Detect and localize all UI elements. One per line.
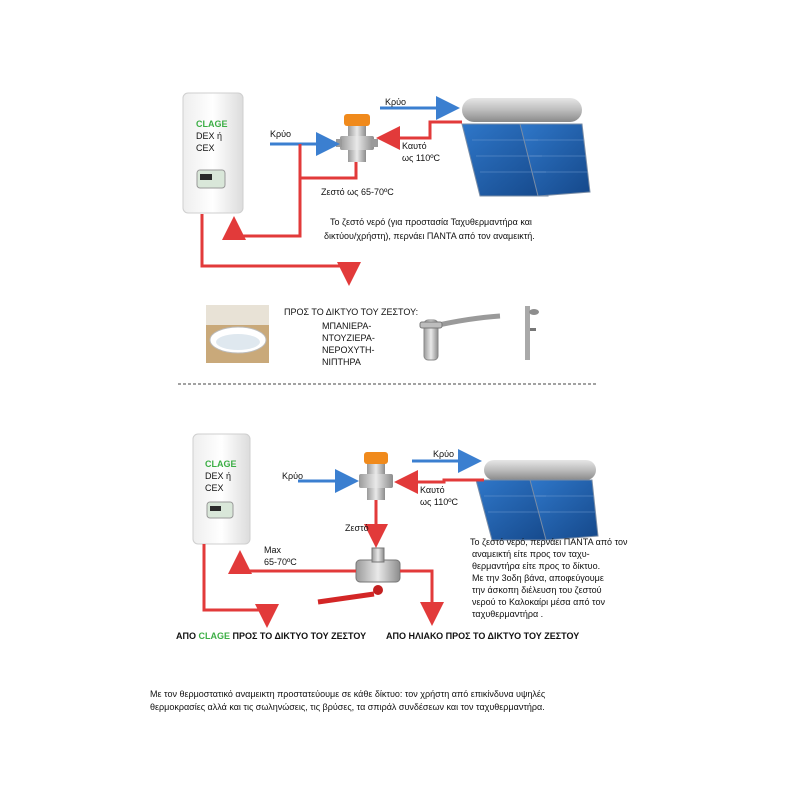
- bottom-note-line: αναμεικτή είτε προς τον ταχυ-: [472, 549, 590, 559]
- network-item-4: ΝΙΠΤΗΡΑ: [322, 357, 361, 367]
- solar-collector-top: [461, 98, 591, 197]
- bottom-note-line: νερού το Καλοκαίρι μέσα από τον: [472, 597, 605, 607]
- from-clage-prefix: ΑΠΟ: [176, 631, 196, 641]
- bottom-max-label-1: Max: [264, 545, 282, 555]
- top-heater-model-1: DEX ή: [196, 131, 223, 141]
- top-warm-label: Ζεστό ως 65-70ºC: [321, 187, 394, 197]
- from-clage-label: ΑΠΟ CLAGE ΠΡΟΣ ΤΟ ΔΙΚΤΥΟ ΤΟΥ ΖΕΣΤΟΥ: [176, 630, 366, 642]
- solar-collector-bottom: [475, 460, 599, 541]
- bottom-heater-brand: CLAGE: [205, 459, 237, 469]
- bottom-hot-label-2: ως 110ºC: [420, 497, 458, 507]
- top-hot-label-1: Καυτό: [402, 141, 427, 151]
- bottom-heater-model-2: CEX: [205, 483, 224, 493]
- top-cold-top-label: Κρύο: [385, 97, 407, 107]
- kitchen-faucet-image: [419, 313, 501, 361]
- bottom-note-line: Με την 3οδη βάνα, αποφεύγουμε: [472, 573, 604, 583]
- top-note-1: Το ζεστό νερό (για προστασία Ταχυθερμαντ…: [330, 217, 532, 227]
- network-item-3: ΝΕΡΟΧΥΤΗ-: [322, 345, 375, 355]
- thermostatic-mixer-top: [336, 114, 378, 162]
- top-heater-brand: CLAGE: [196, 119, 228, 129]
- bottom-max-label-2: 65-70ºC: [264, 557, 297, 567]
- top-heater-model-2: CEX: [196, 143, 215, 153]
- from-clage-brand: CLAGE: [198, 631, 231, 641]
- network-item-2: ΝΤΟΥΖΙΕΡΑ-: [322, 333, 375, 343]
- bottom-warm-label: Ζεστό: [345, 523, 369, 533]
- water-heater-top: [182, 92, 244, 214]
- top-hot-label-2: ως 110ºC: [402, 153, 440, 163]
- water-heater-bottom: [192, 433, 251, 545]
- top-cold-left-label: Κρύο: [270, 129, 292, 139]
- bottom-note-line: θερμαντήρα είτε προς το δίκτυο.: [472, 561, 601, 571]
- bottom-note-line: Το ζεστό νερό, περνάει ΠΑΝΤΑ από τον: [470, 537, 628, 547]
- three-way-valve: [317, 547, 401, 605]
- bottom-cold-left-label: Κρύο: [282, 471, 304, 481]
- from-solar-label: ΑΠΟ ΗΛΙΑΚΟ ΠΡΟΣ ΤΟ ΔΙΚΤΥΟ ΤΟΥ ΖΕΣΤΟΥ: [386, 631, 580, 641]
- bathtub-image: [206, 305, 269, 363]
- footer-line-1: Με τον θερμοστατικό αναμεικτη προστατεύο…: [150, 689, 546, 699]
- pipes-bottom: [202, 449, 484, 628]
- network-item-1: ΜΠΑΝΙΕΡΑ-: [322, 321, 372, 331]
- bottom-heater-model-1: DEX ή: [205, 471, 232, 481]
- shower-rail-image: [525, 306, 539, 360]
- bottom-hot-label-1: Καυτό: [420, 485, 445, 495]
- footer-line-2: θερμοκρασίες αλλά και τις σωληνώσεις, τι…: [150, 702, 545, 712]
- network-title: ΠΡΟΣ ΤΟ ΔΙΚΤΥΟ ΤΟΥ ΖΕΣΤΟΥ:: [284, 307, 419, 317]
- thermostatic-mixer-bottom: [359, 452, 393, 500]
- bottom-note-line: την άσκοπη διέλευση του ζεστού: [472, 585, 602, 595]
- bottom-note-line: ταχυθερμαντήρα .: [472, 609, 544, 619]
- bottom-note: Το ζεστό νερό, περνάει ΠΑΝΤΑ από τον ανα…: [470, 536, 628, 620]
- bottom-cold-top-label: Κρύο: [433, 449, 455, 459]
- from-clage-suffix: ΠΡΟΣ ΤΟ ΔΙΚΤΥΟ ΤΟΥ ΖΕΣΤΟΥ: [232, 631, 367, 641]
- pipes-top: [200, 96, 462, 286]
- top-note-2: δικτύου/χρήστη), περνάει ΠΑΝΤΑ από τον α…: [324, 231, 535, 241]
